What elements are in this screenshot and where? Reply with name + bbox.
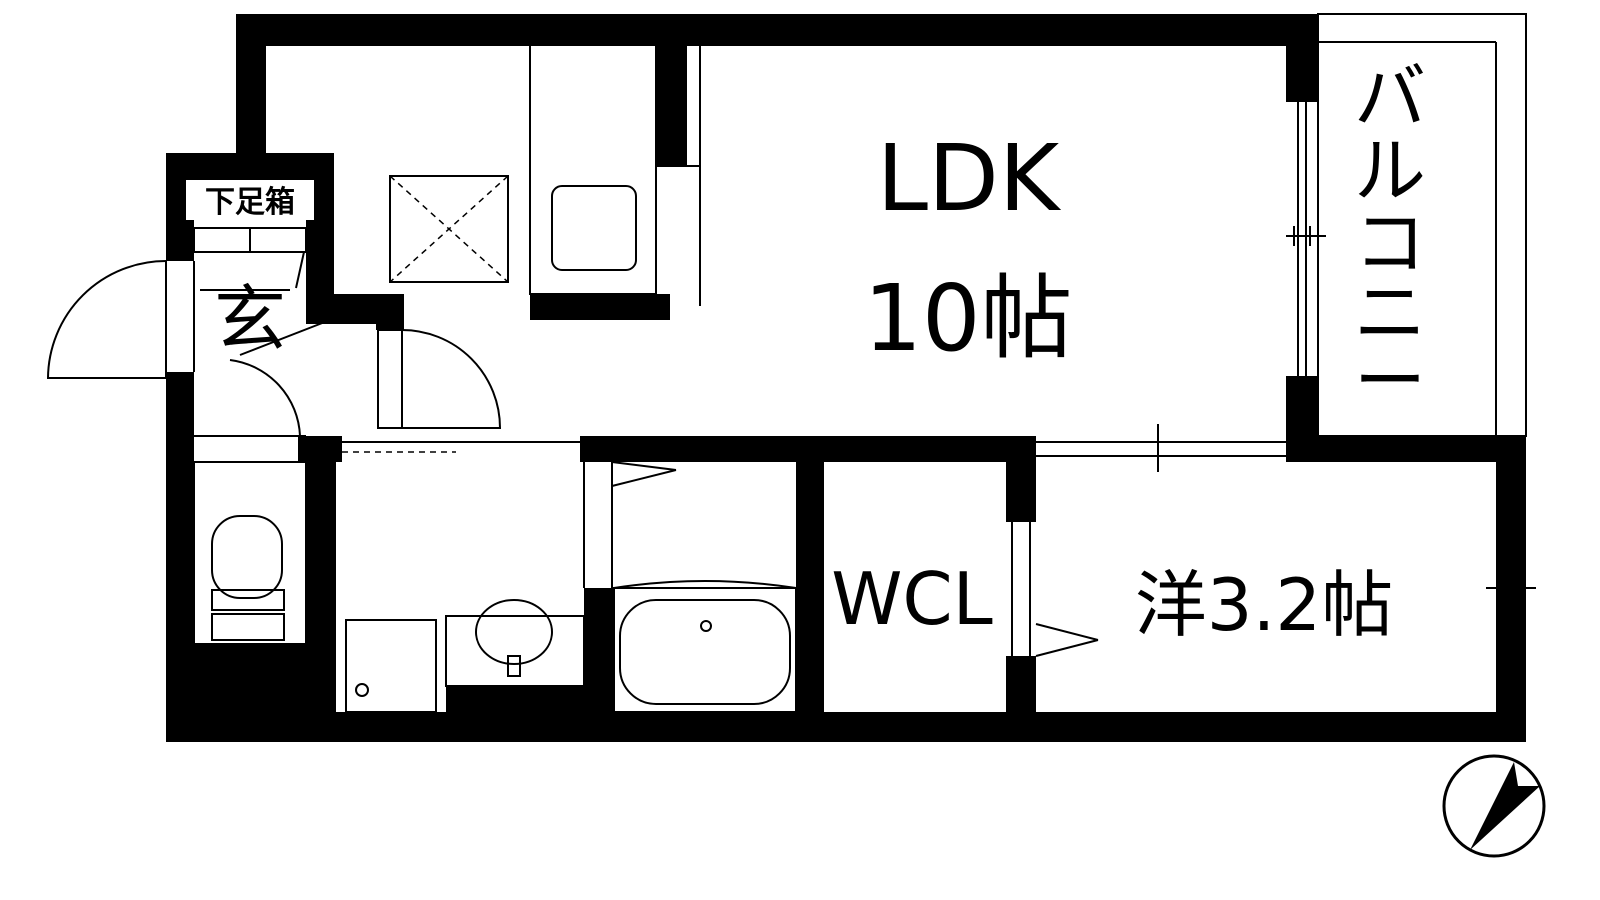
balcony-char: バ	[1354, 55, 1426, 139]
exterior-walls	[166, 14, 1526, 742]
north-arrow-icon	[1442, 754, 1546, 858]
entrance-label: 玄	[214, 277, 286, 361]
shoe-box-label: 下足箱	[205, 185, 295, 220]
wcl-label: WCL	[831, 557, 993, 641]
balcony-char: ニ	[1354, 271, 1426, 355]
balcony-char: コ	[1354, 201, 1426, 285]
balcony-label: バ ル コ ニ ー	[1354, 55, 1426, 423]
ldk-size-label: 10帖	[863, 265, 1072, 372]
balcony-char: ー	[1354, 339, 1426, 423]
balcony-char: ル	[1354, 129, 1426, 213]
ldk-label: LDK	[877, 125, 1062, 232]
western-room-label: 洋3.2帖	[1135, 563, 1394, 647]
interior-walls	[194, 42, 1526, 712]
fixtures	[46, 13, 1536, 713]
